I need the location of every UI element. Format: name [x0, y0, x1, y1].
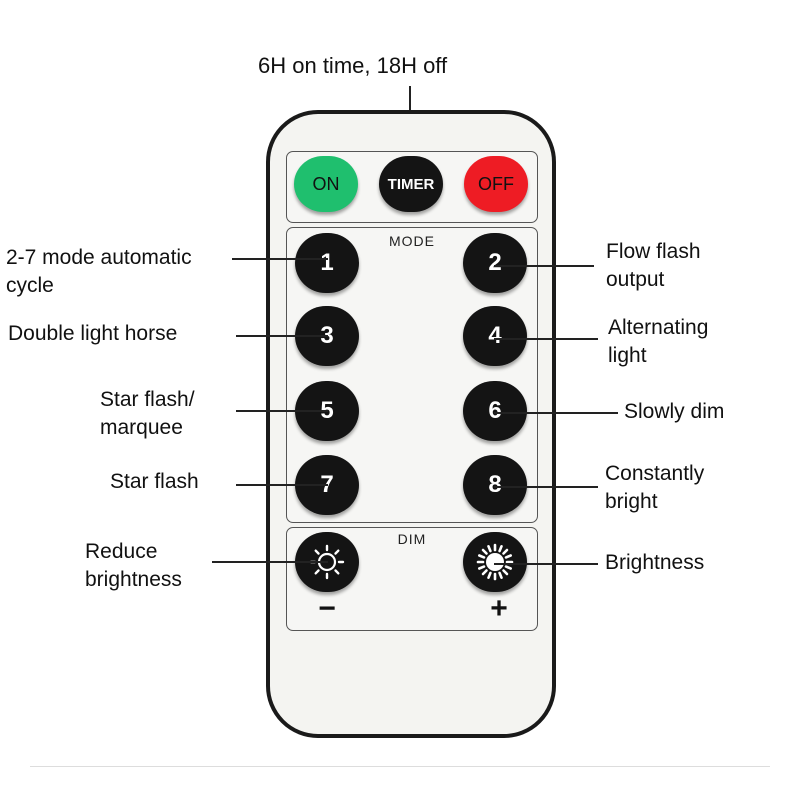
callout-button-7: Star flash [110, 470, 199, 493]
timer-button[interactable]: TIMER [379, 156, 443, 212]
callout-dim-up: Brightness [605, 551, 705, 574]
dim-label: DIM [397, 531, 427, 547]
on-button[interactable]: ON [294, 156, 358, 212]
mode-button-2[interactable]: 2 [463, 233, 527, 293]
mode-button-6[interactable]: 6 [463, 381, 527, 441]
leader-button-7 [236, 484, 328, 486]
leader-button-2 [494, 265, 594, 267]
callout-dim-down: Reduce brightness [85, 540, 182, 591]
leader-button-3 [236, 335, 328, 337]
minus-sign: − [318, 592, 336, 625]
callout-button-4: Alternating light [608, 316, 709, 367]
mode-label: MODE [389, 233, 435, 249]
leader-dim-down [212, 561, 328, 563]
mode-button-4[interactable]: 4 [463, 306, 527, 366]
callout-button-3: Double light horse [8, 322, 178, 345]
callout-button-5: Star flash/ marquee [100, 388, 195, 439]
mode-button-8[interactable]: 8 [463, 455, 527, 515]
leader-button-1 [232, 258, 328, 260]
callout-button-1: 2-7 mode automatic cycle [6, 246, 192, 297]
callout-button-6: Slowly dim [624, 400, 725, 423]
off-button[interactable]: OFF [464, 156, 528, 212]
sun-filled-icon [476, 543, 514, 581]
leader-button-6 [494, 412, 618, 414]
mode-button-1[interactable]: 1 [295, 233, 359, 293]
leader-button-8 [494, 486, 598, 488]
leader-dim-up [494, 563, 598, 565]
leader-button-4 [494, 338, 598, 340]
leader-button-5 [236, 410, 328, 412]
divider [30, 766, 770, 767]
timer-note: 6H on time, 18H off [258, 53, 448, 78]
callout-button-8: Constantly bright [605, 462, 705, 513]
dim-up-button[interactable] [463, 532, 527, 592]
callout-button-2: Flow flash output [606, 240, 701, 291]
plus-sign: + [490, 592, 508, 625]
